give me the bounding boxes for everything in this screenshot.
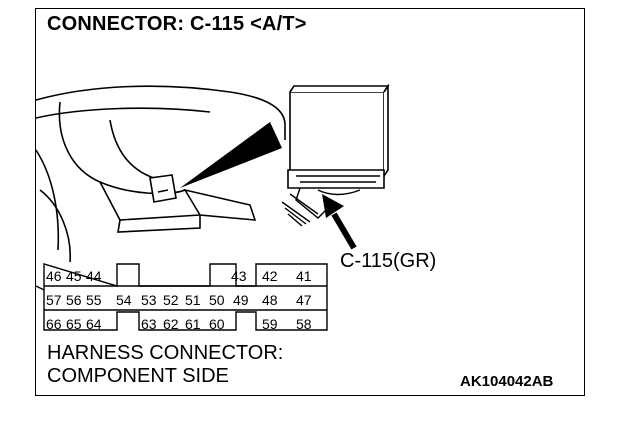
pin-label: 57 bbox=[46, 292, 62, 308]
diagram-frame bbox=[35, 8, 585, 396]
pin-label: 55 bbox=[86, 292, 102, 308]
figure-code: AK104042AB bbox=[460, 373, 554, 390]
pin-label: 66 bbox=[46, 316, 62, 332]
pin-label: 51 bbox=[185, 292, 201, 308]
pin-label: 42 bbox=[262, 268, 278, 284]
connector-callout-label: C-115(GR) bbox=[340, 250, 437, 272]
connector-pinout bbox=[35, 263, 328, 331]
pin-label: 49 bbox=[233, 292, 249, 308]
pin-label: 64 bbox=[86, 316, 102, 332]
pin-label: 54 bbox=[116, 292, 132, 308]
pin-label: 58 bbox=[296, 316, 312, 332]
connector-arrow bbox=[322, 194, 357, 250]
pin-label: 47 bbox=[296, 292, 312, 308]
pin-label: 63 bbox=[141, 316, 157, 332]
pin-label: 41 bbox=[296, 268, 312, 284]
pin-label: 61 bbox=[185, 316, 201, 332]
pin-label: 44 bbox=[86, 268, 102, 284]
dashboard-drawing bbox=[35, 85, 286, 263]
pin-label: 46 bbox=[46, 268, 62, 284]
location-pointer bbox=[180, 122, 282, 188]
caption-component-side: COMPONENT SIDE bbox=[47, 365, 229, 387]
dash-connector-location bbox=[149, 174, 177, 203]
pin-label: 62 bbox=[163, 316, 179, 332]
pin-label: 56 bbox=[66, 292, 82, 308]
pin-label: 43 bbox=[231, 268, 247, 284]
pin-label: 53 bbox=[141, 292, 157, 308]
pin-label: 65 bbox=[66, 316, 82, 332]
pin-label: 50 bbox=[209, 292, 225, 308]
pin-label: 48 bbox=[262, 292, 278, 308]
harness-plug bbox=[281, 187, 361, 227]
pin-label: 59 bbox=[262, 316, 278, 332]
pin-label: 45 bbox=[66, 268, 82, 284]
caption-harness-connector: HARNESS CONNECTOR: bbox=[47, 342, 284, 364]
pin-label: 60 bbox=[209, 316, 225, 332]
diagram-title: CONNECTOR: C-115 <A/T> bbox=[47, 13, 307, 35]
ecu-unit bbox=[287, 83, 390, 189]
pin-label: 52 bbox=[163, 292, 179, 308]
